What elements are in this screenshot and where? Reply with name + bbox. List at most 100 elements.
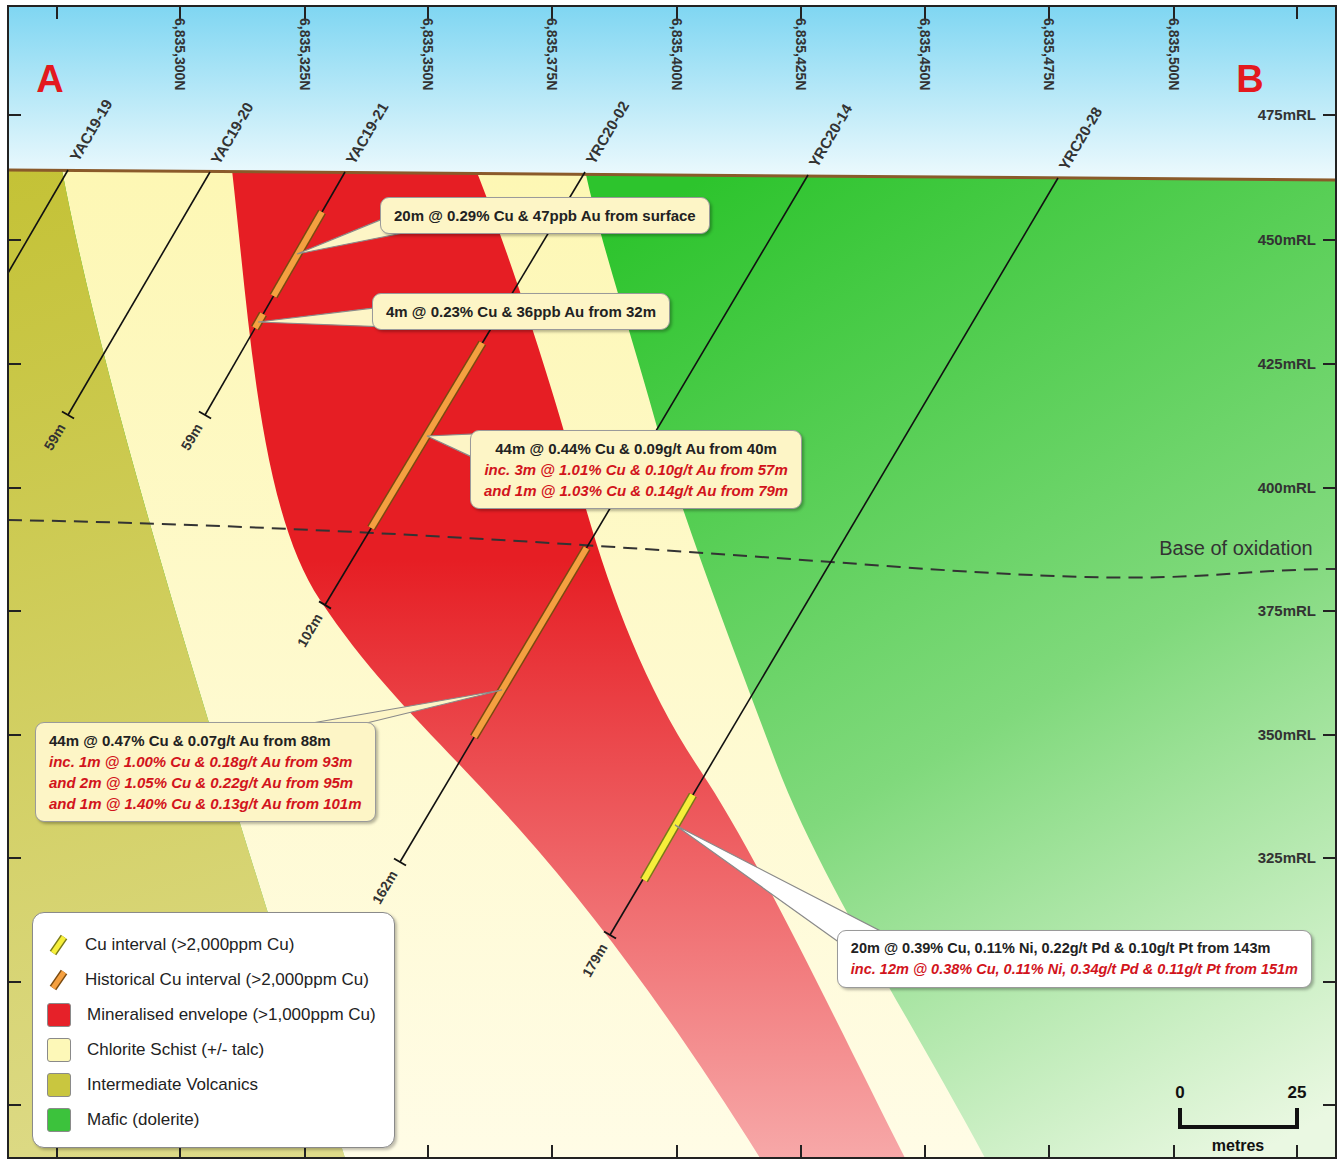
elevation-label: 475mRL [1258,106,1316,124]
hole-end-tick [604,931,616,938]
tick [8,981,21,983]
topographic-surface [8,170,1336,180]
tick [8,239,21,241]
tick [1296,6,1298,19]
sky [8,6,1336,180]
northing-label: 6,835,375N [544,18,561,90]
drill-hole [400,175,808,862]
scale-unit: metres [1212,1136,1264,1155]
intercept-text: 44m @ 0.47% Cu & 0.07g/t Au from 88m [49,730,362,751]
callout-box: 4m @ 0.23% Cu & 36ppb Au from 32m [372,293,670,330]
intercept-text: 20m @ 0.29% Cu & 47ppb Au from surface [394,205,696,226]
elevation-label: 450mRL [1258,231,1316,249]
tick [1323,487,1336,489]
sample-fill [53,972,64,988]
tick [304,6,306,19]
tick [56,6,58,19]
legend-row: Mafic (dolerite) [47,1102,376,1137]
interval-bar [644,795,693,880]
legend-text: Intermediate Volcanics [87,1075,258,1095]
legend-row: Intermediate Volcanics [47,1067,376,1102]
tick [1048,6,1050,19]
northing-label: 6,835,325N [297,18,314,90]
sample-outline [53,972,64,988]
tick [427,6,429,19]
section-end-label: B [1236,57,1263,103]
elevation-label: 325mRL [1258,849,1316,867]
legend-row: Historical Cu interval (>2,000ppm Cu) [47,962,376,997]
elevation-label: 375mRL [1258,602,1316,620]
legend-text: Mafic (dolerite) [87,1110,199,1130]
tick [1323,857,1336,859]
tick [8,610,21,612]
new-intervals [644,795,693,880]
tick [676,6,678,19]
intercept-text: 44m @ 0.44% Cu & 0.09g/t Au from 40m [484,438,788,459]
scale-number: 0 [1175,1083,1184,1103]
sample-outline [53,937,64,953]
elevation-label: 400mRL [1258,479,1316,497]
oxidation-line [8,520,1336,578]
tick [1173,6,1175,19]
section-end-label: A [36,57,63,103]
scale-number: 25 [1288,1083,1307,1103]
legend-row: Cu interval (>2,000ppm Cu) [47,927,376,962]
interval-bar [644,795,693,880]
legend-text: Cu interval (>2,000ppm Cu) [85,935,294,955]
included-intercept-text: and 1m @ 1.40% Cu & 0.13g/t Au from 101m [49,793,362,814]
northing-label: 6,835,425N [793,18,810,90]
tick [551,6,553,19]
interval-bar [474,548,587,737]
callout-box: 20m @ 0.29% Cu & 47ppb Au from surface [380,197,710,234]
tick [1323,239,1336,241]
drill-hole [610,178,1058,935]
oxidation-label: Base of oxidation [1159,536,1312,560]
tick [1323,1104,1336,1106]
tick [1173,1145,1175,1158]
hole-end-tick [394,858,406,865]
legend-swatch [47,1038,71,1062]
legend-swatch [47,1003,71,1027]
tick [1323,114,1336,116]
legend-text: Chlorite Schist (+/- talc) [87,1040,264,1060]
intercept-text: 20m @ 0.39% Cu, 0.11% Ni, 0.22g/t Pd & 0… [851,938,1298,959]
tick [8,857,21,859]
legend-box: Cu interval (>2,000ppm Cu) Historical Cu … [32,912,395,1148]
tick [924,1145,926,1158]
tick [924,6,926,19]
interval-bar [474,548,587,737]
tick [1323,734,1336,736]
included-intercept-text: inc. 3m @ 1.01% Cu & 0.10g/t Au from 57m [484,459,788,480]
legend-swatch [47,1073,71,1097]
hole-end-tick [62,411,74,418]
legend-swatch [47,1108,71,1132]
tick [800,6,802,19]
tick [1323,610,1336,612]
tick [8,734,21,736]
included-intercept-text: and 1m @ 1.03% Cu & 0.14g/t Au from 79m [484,480,788,501]
callout-pointer [258,308,390,327]
chlorite-schist-unit [62,150,985,1158]
sample-fill [53,937,64,953]
northing-label: 6,835,475N [1041,18,1058,90]
hole-end-tick [319,601,331,608]
included-intercept-text: inc. 12m @ 0.38% Cu, 0.11% Ni, 0.34g/t P… [851,959,1298,980]
intercept-text: 4m @ 0.23% Cu & 36ppb Au from 32m [386,301,656,322]
callout-pointer [301,690,502,725]
tick [8,487,21,489]
tick [427,1145,429,1158]
callout-box: 44m @ 0.44% Cu & 0.09g/t Au from 40minc.… [470,430,802,509]
tick [1296,1145,1298,1158]
axis-ticks [8,6,1336,1158]
tick [1048,1145,1050,1158]
drill-hole [205,172,345,415]
drill-holes [8,170,1058,939]
northing-label: 6,835,300N [172,18,189,90]
tick [551,1145,553,1158]
northing-label: 6,835,350N [420,18,437,90]
legend-row: Chlorite Schist (+/- talc) [47,1032,376,1067]
drill-hole [68,172,210,415]
tick [179,6,181,19]
included-intercept-text: inc. 1m @ 1.00% Cu & 0.18g/t Au from 93m [49,751,362,772]
elevation-label: 425mRL [1258,355,1316,373]
